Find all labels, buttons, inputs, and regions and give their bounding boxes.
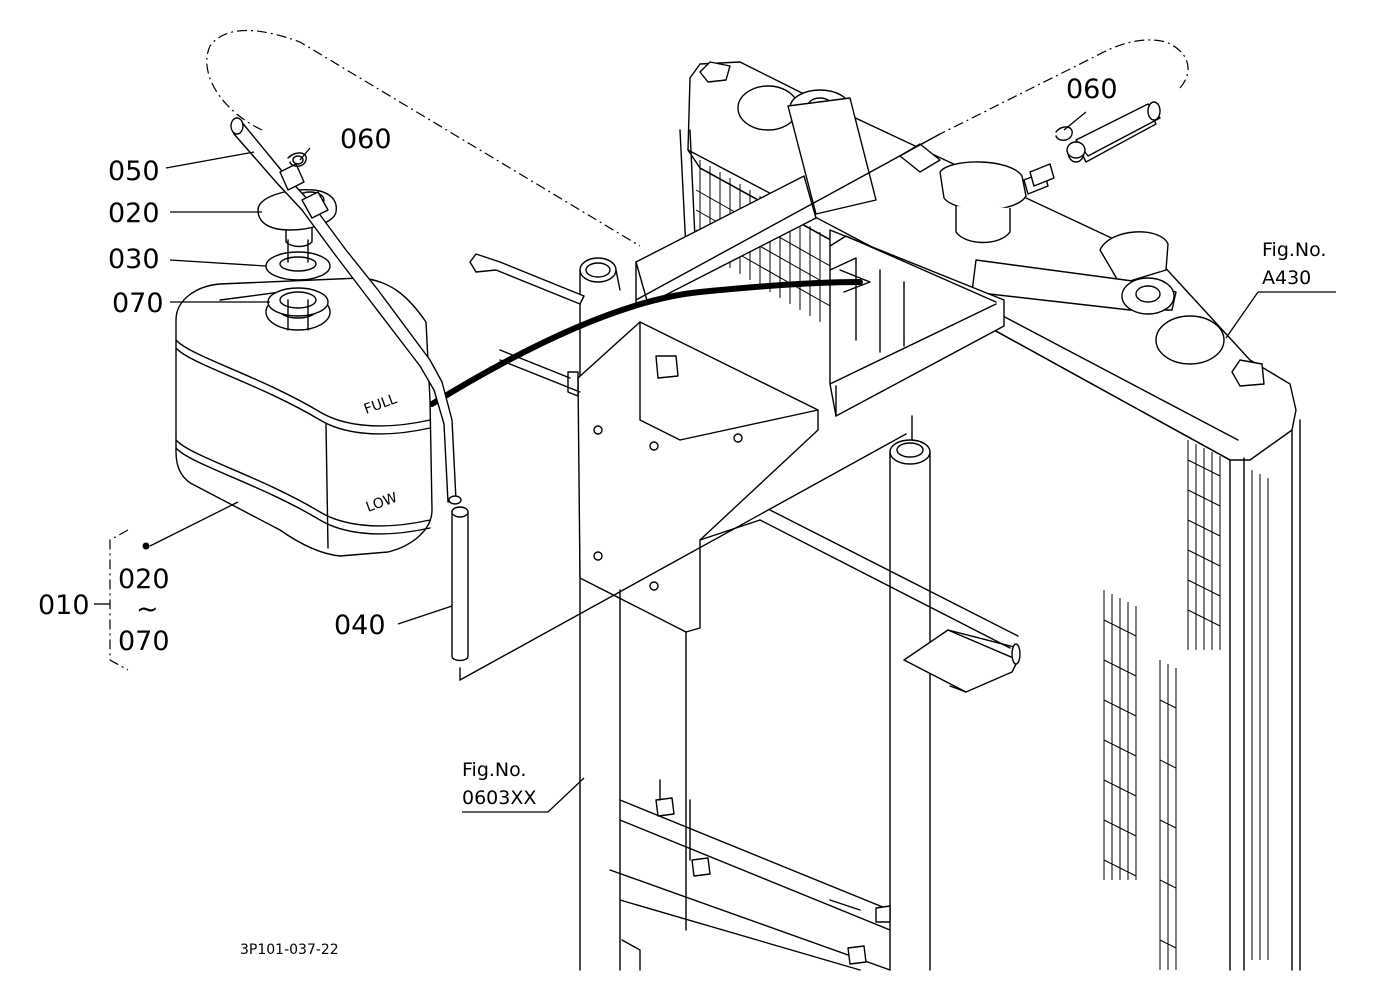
leader-lines (94, 111, 1336, 813)
label-070: 070 (112, 288, 164, 319)
label-range-sep: ~ (136, 594, 159, 625)
label-010: 010 (38, 590, 90, 621)
label-030: 030 (108, 244, 160, 275)
overflow-hose-routing (206, 30, 1189, 681)
drawing-code: 3P101-037-22 (240, 942, 339, 958)
label-060-left: 060 (340, 124, 392, 155)
fig-ref-0603-line2: 0603XX (462, 787, 536, 809)
clip-060-left (287, 152, 307, 167)
label-060-right: 060 (1066, 74, 1118, 105)
hose-060-right (1029, 101, 1161, 187)
label-020: 020 (108, 198, 160, 229)
hose-050 (230, 117, 457, 503)
fig-ref-a430-line1: Fig.No. (1262, 239, 1326, 261)
label-040: 040 (334, 610, 386, 641)
radiator-assembly (469, 61, 1301, 971)
fig-ref-a430-line2: A430 (1262, 267, 1311, 289)
label-range-to: 070 (118, 626, 170, 657)
hose-040 (448, 495, 469, 662)
fig-ref-0603-line1: Fig.No. (462, 759, 526, 781)
label-range-from: 020 (118, 564, 170, 595)
label-050: 050 (108, 156, 160, 187)
